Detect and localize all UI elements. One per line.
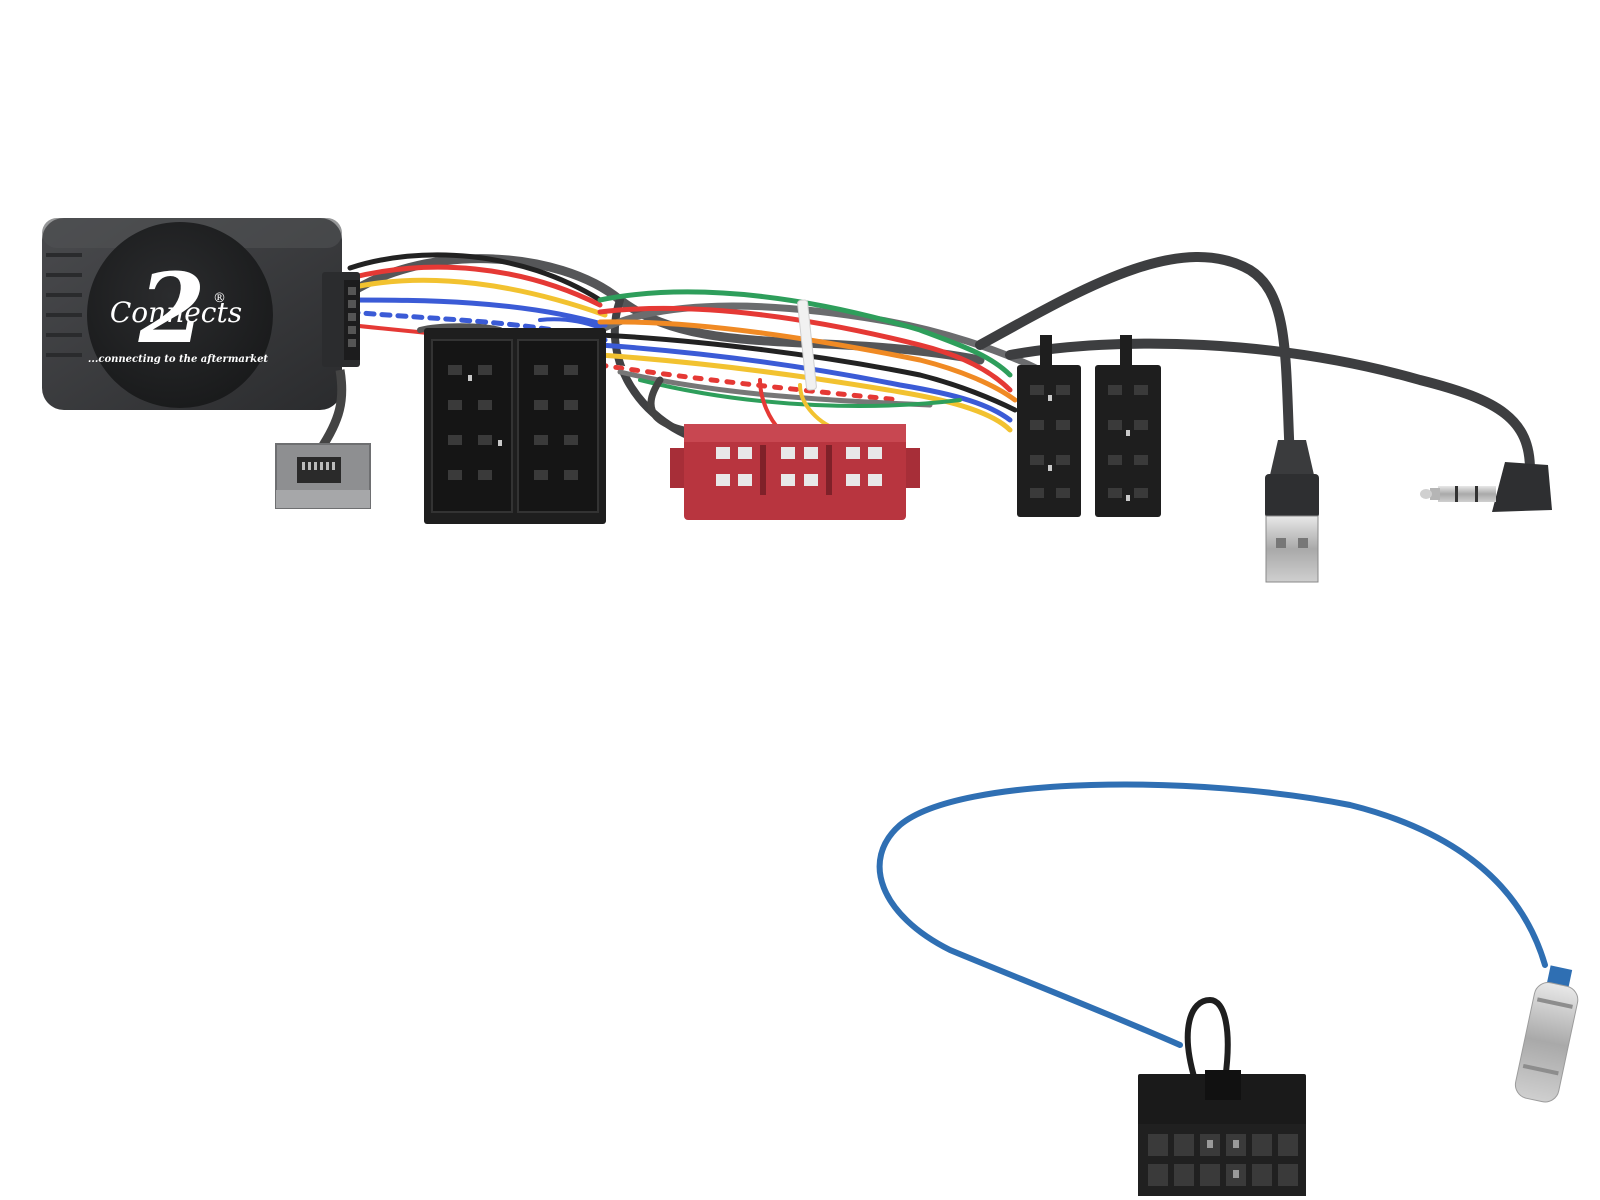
iso-connector-right (1017, 335, 1161, 517)
red-connector (670, 424, 920, 520)
interface-module: 2 Connects ® ...connecting to the afterm… (42, 218, 360, 453)
logo-tagline: ...connecting to the aftermarket (88, 354, 269, 365)
logo-digit: 2 (138, 252, 206, 365)
antenna-plug (1514, 965, 1579, 1103)
usb-aux-cables (975, 252, 1535, 475)
iso-connector-left (424, 328, 606, 524)
logo-disc (87, 222, 273, 408)
molex-connector (1138, 1070, 1306, 1196)
usb-plug (1265, 440, 1319, 583)
logo-script: Connects (110, 296, 242, 329)
module-vents (46, 253, 82, 357)
antenna-adapter (876, 781, 1579, 1196)
audio-jack-3-5mm (1420, 462, 1552, 512)
steering-connector (275, 443, 371, 509)
registered-mark: ® (213, 291, 226, 306)
